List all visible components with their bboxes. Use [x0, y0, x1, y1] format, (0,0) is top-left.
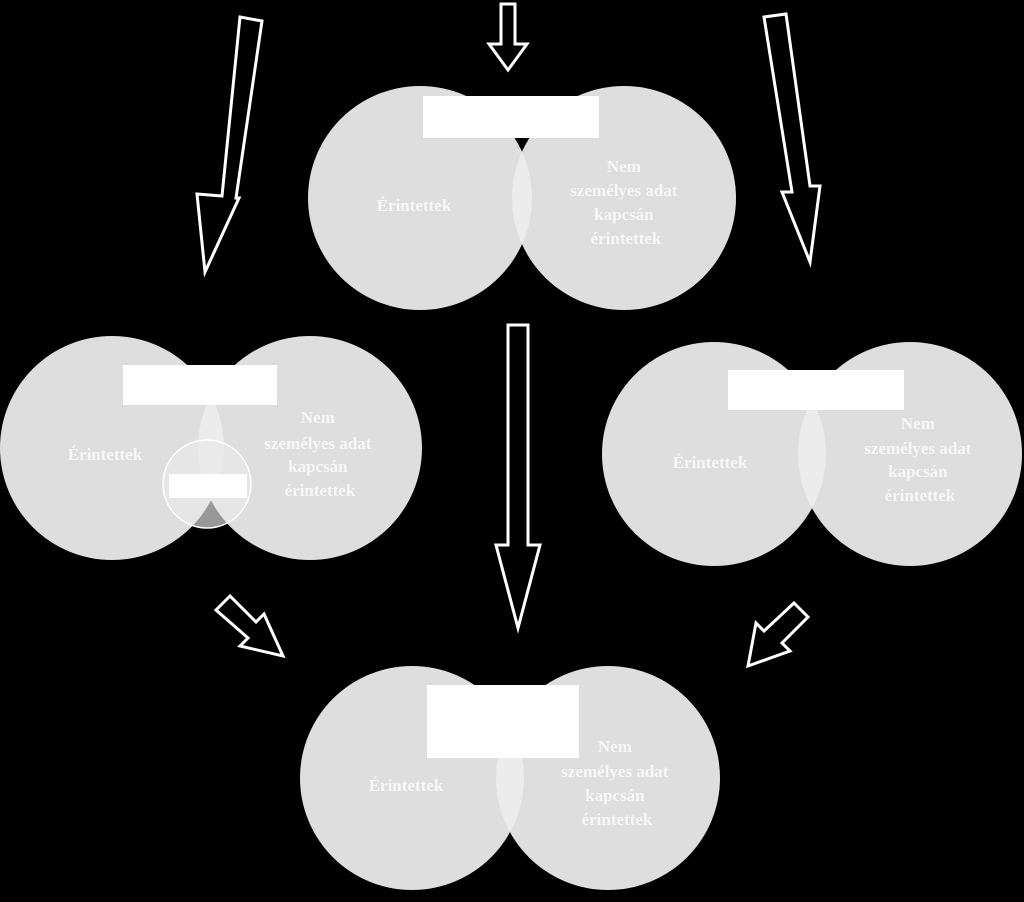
venn-left-right-line-3: kapcsán	[288, 457, 348, 476]
arrows	[195, 2, 822, 669]
venn-top-left-circle	[308, 86, 532, 310]
venn-left-right-line-1: Nem	[301, 408, 335, 427]
venn-left-label-box	[123, 365, 277, 405]
venn-right-right-line-4: érintettek	[885, 486, 956, 505]
venn-bottom: Érintettek Nem személyes adat kapcsán ér…	[300, 666, 720, 890]
venn-right-right-line-2: személyes adat	[864, 439, 972, 458]
venn-top: Érintettek Nem személyes adat kapcsán ér…	[308, 86, 736, 310]
arrow-top-left-diagonal	[195, 15, 264, 278]
arrow-left-to-bottom	[213, 593, 286, 659]
arrow-top-center-down	[486, 2, 530, 73]
venn-left-right-line-4: érintettek	[285, 481, 356, 500]
arrow-center-long-down	[494, 323, 542, 634]
venn-right-right-line-1: Nem	[901, 414, 935, 433]
venn-right-left-label: Érintettek	[673, 453, 748, 472]
venn-top-right-label: Nem személyes adat kapcsán érintettek	[570, 157, 681, 248]
venn-top-right-line-4: érintettek	[591, 229, 662, 248]
venn-left-right-label: Nem személyes adat kapcsán érintettek	[264, 408, 375, 500]
venn-right-right-label: Nem személyes adat kapcsán érintettek	[864, 414, 975, 505]
venn-top-right-circle	[512, 86, 736, 310]
venn-top-left-label: Érintettek	[377, 196, 452, 215]
venn-bottom-right-line-1: Nem	[598, 737, 632, 756]
venn-left-left-label: Érintettek	[68, 445, 143, 464]
venn-bottom-right-line-2: személyes adat	[561, 762, 669, 781]
venn-right-right-line-3: kapcsán	[888, 462, 948, 481]
venn-right: Érintettek Nem személyes adat kapcsán ér…	[602, 342, 1022, 566]
venn-bottom-right-line-4: érintettek	[582, 810, 653, 829]
venn-bottom-label-box	[427, 685, 579, 758]
arrow-right-to-bottom	[746, 600, 811, 669]
venn-left-inner-label-box	[169, 474, 247, 498]
venn-left: Érintettek Nem személyes adat kapcsán ér…	[0, 336, 422, 560]
venn-top-label-box	[423, 96, 599, 138]
venn-bottom-right-line-3: kapcsán	[585, 786, 645, 805]
venn-left-right-line-2: személyes adat	[264, 434, 372, 453]
venn-top-right-line-1: Nem	[607, 157, 641, 176]
arrow-top-right-diagonal	[762, 12, 822, 268]
venn-bottom-right-label: Nem személyes adat kapcsán érintettek	[561, 737, 672, 829]
venn-right-label-box	[728, 370, 904, 410]
venn-top-right-line-2: személyes adat	[570, 181, 678, 200]
venn-bottom-left-label: Érintettek	[369, 776, 444, 795]
venn-top-right-line-3: kapcsán	[594, 205, 654, 224]
